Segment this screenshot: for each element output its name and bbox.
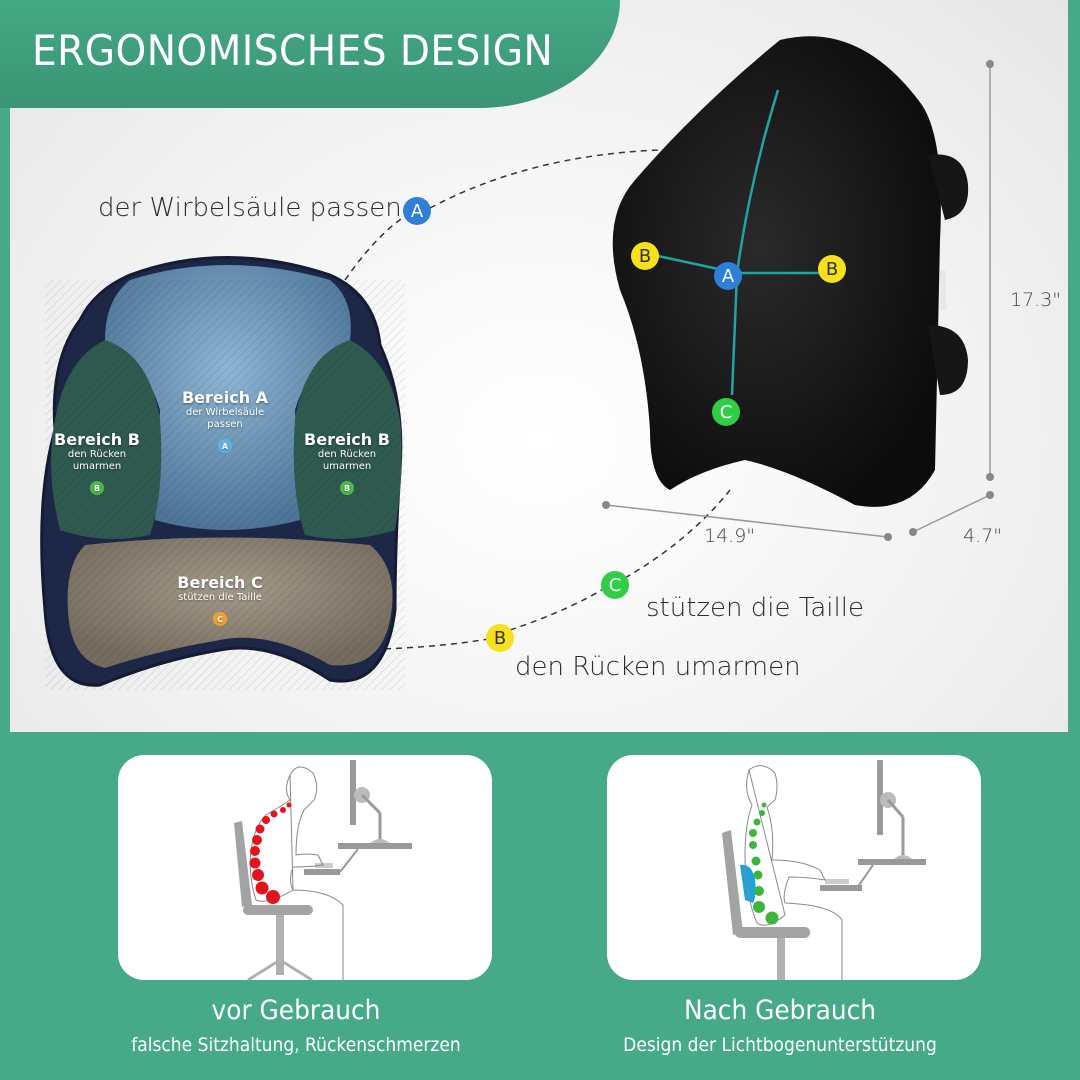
lumbar-cushion-icon <box>740 864 756 903</box>
before-use-subtitle: falsche Sitzhaltung, Rückenschmerzen <box>131 1034 461 1056</box>
after-use-caption: Nach Gebrauch Design der Lichtbogenunter… <box>540 995 1020 1056</box>
zone-b-right-badge-icon: B <box>340 481 354 495</box>
product-badge-b-right-icon: B <box>818 255 846 283</box>
zone-a-badge-icon: A <box>218 439 232 453</box>
zoned-cushion-diagram <box>40 256 405 690</box>
callout-a-text: der Wirbelsäule passen <box>98 193 402 223</box>
product-badge-b-left-icon: B <box>631 242 659 270</box>
after-use-title: Nach Gebrauch <box>684 995 876 1026</box>
callout-b-badge-icon: B <box>486 624 514 652</box>
lumbar-cushion-photo <box>602 36 994 541</box>
zone-b-right-subtitle: den Rücken <box>317 449 377 460</box>
after-use-subtitle: Design der Lichtbogenunterstützung <box>623 1034 937 1056</box>
zone-b-right-title: Bereich B <box>304 430 390 449</box>
callout-a-badge-icon: A <box>403 197 431 225</box>
bad-posture-illustration <box>234 760 412 980</box>
zone-a-title: Bereich A <box>181 388 269 407</box>
zone-b-left-subtitle-2: umarmen <box>72 461 122 472</box>
product-badge-c-icon: C <box>712 398 740 426</box>
zone-b-right-subtitle-2: umarmen <box>322 461 372 472</box>
product-badge-a-icon: A <box>714 262 742 290</box>
title-banner: ERGONOMISCHES DESIGN <box>0 0 620 108</box>
zone-c-title: Bereich C <box>177 573 263 592</box>
product-illustration <box>40 36 994 690</box>
zone-b-right-label: Bereich B den Rücken umarmen B <box>292 430 402 495</box>
product-photo-area: Bereich A der Wirbelsäule passen A Berei… <box>10 0 1068 732</box>
before-use-card <box>118 755 492 980</box>
connector-line-a <box>429 149 661 209</box>
spine-dots-red <box>249 802 292 904</box>
zone-c-label: Bereich C stützen die Taille C <box>150 573 290 626</box>
spine-dots-green <box>749 802 779 925</box>
good-posture-illustration <box>722 760 926 980</box>
connector-line-c <box>624 489 731 579</box>
page-title: ERGONOMISCHES DESIGN <box>32 26 554 75</box>
zone-b-left-title: Bereich B <box>54 430 140 449</box>
after-use-card <box>607 755 981 980</box>
before-use-title: vor Gebrauch <box>211 995 381 1026</box>
callout-c-text: stützen die Taille <box>646 593 864 623</box>
zone-b-left-subtitle: den Rücken <box>67 449 127 460</box>
dimension-depth: 4.7" <box>963 525 1002 547</box>
zone-a-subtitle: der Wirbelsäule <box>185 407 265 418</box>
zone-b-left-label: Bereich B den Rücken umarmen B <box>42 430 152 495</box>
dimension-width: 14.9" <box>704 525 756 547</box>
before-use-caption: vor Gebrauch falsche Sitzhaltung, Rücken… <box>56 995 536 1056</box>
dimension-height: 17.3" <box>1010 289 1062 311</box>
zone-a-subtitle-2: passen <box>207 419 243 430</box>
callout-c-badge-icon: C <box>601 571 629 599</box>
zone-c-subtitle: stützen die Taille <box>178 592 262 603</box>
zone-a-label: Bereich A der Wirbelsäule passen A <box>160 388 290 453</box>
zone-c-badge-icon: C <box>213 612 227 626</box>
zone-b-left-badge-icon: B <box>90 481 104 495</box>
callout-b-text: den Rücken umarmen <box>515 652 801 682</box>
